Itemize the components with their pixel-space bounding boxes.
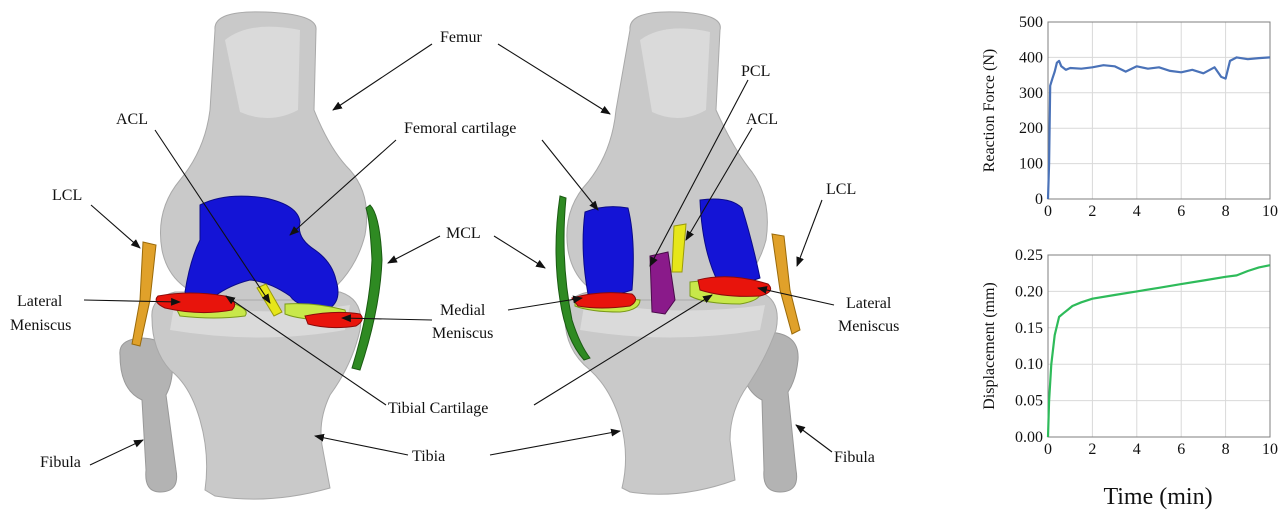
label-right-acl: ACL (746, 111, 778, 128)
label-pcl: PCL (741, 63, 770, 80)
label-right-lateral-meniscus-2: Meniscus (838, 318, 899, 335)
left-medial-meniscus (305, 312, 362, 327)
label-left-acl: ACL (116, 111, 148, 128)
x-tick-label: 0 (1044, 203, 1052, 220)
label-mcl: MCL (446, 225, 481, 242)
y-tick-label: 500 (1019, 14, 1043, 31)
right-knee-model (556, 12, 800, 494)
plot-frame (1048, 255, 1270, 437)
y-axis-title: Displacement (mm) (981, 282, 998, 410)
time-axis-title: Time (min) (1103, 484, 1212, 510)
label-right-fibula: Fibula (834, 449, 875, 466)
y-tick-label: 300 (1019, 85, 1043, 102)
displacement-chart: 0 2 4 6 8 10 0.00 0.05 0.10 0.15 0.20 0.25Displacem… (981, 247, 1278, 458)
label-femur: Femur (440, 29, 482, 46)
y-tick-label: 0.00 (1015, 429, 1043, 446)
label-right-lateral-meniscus-1: Lateral (846, 295, 892, 312)
y-tick-label: 0.20 (1015, 283, 1043, 300)
x-tick-label: 2 (1088, 203, 1096, 220)
x-tick-label: 0 (1044, 441, 1052, 458)
x-tick-label: 10 (1262, 441, 1278, 458)
left-knee-model (120, 12, 382, 499)
right-femoral-cartilage-medial (583, 207, 633, 296)
x-tick-label: 10 (1262, 203, 1278, 220)
y-tick-label: 0 (1035, 191, 1043, 208)
y-axis-title: Reaction Force (N) (981, 49, 998, 173)
label-left-lateral-meniscus-2: Meniscus (10, 317, 71, 334)
y-tick-label: 0.25 (1015, 247, 1043, 264)
label-tibia: Tibia (412, 448, 445, 465)
label-tibial-cartilage: Tibial Cartilage (388, 400, 488, 417)
label-left-lateral-meniscus-1: Lateral (17, 293, 63, 310)
x-tick-label: 8 (1222, 441, 1230, 458)
x-tick-label: 2 (1088, 441, 1096, 458)
x-tick-label: 8 (1222, 203, 1230, 220)
label-medial-meniscus-2: Meniscus (432, 325, 493, 342)
x-tick-label: 4 (1133, 203, 1141, 220)
x-tick-label: 6 (1177, 441, 1185, 458)
x-tick-label: 6 (1177, 203, 1185, 220)
y-tick-label: 100 (1019, 156, 1043, 173)
label-left-lcl: LCL (52, 187, 82, 204)
x-tick-label: 4 (1133, 441, 1141, 458)
y-tick-label: 0.05 (1015, 393, 1043, 410)
label-left-fibula: Fibula (40, 454, 81, 471)
label-medial-meniscus-1: Medial (440, 302, 486, 319)
y-tick-label: 0.15 (1015, 320, 1043, 337)
y-tick-label: 200 (1019, 120, 1043, 137)
y-tick-label: 0.10 (1015, 356, 1043, 373)
label-femoral-cartilage: Femoral cartilage (404, 120, 516, 137)
y-tick-label: 400 (1019, 49, 1043, 66)
label-right-lcl: LCL (826, 181, 856, 198)
plot-frame (1048, 22, 1270, 199)
